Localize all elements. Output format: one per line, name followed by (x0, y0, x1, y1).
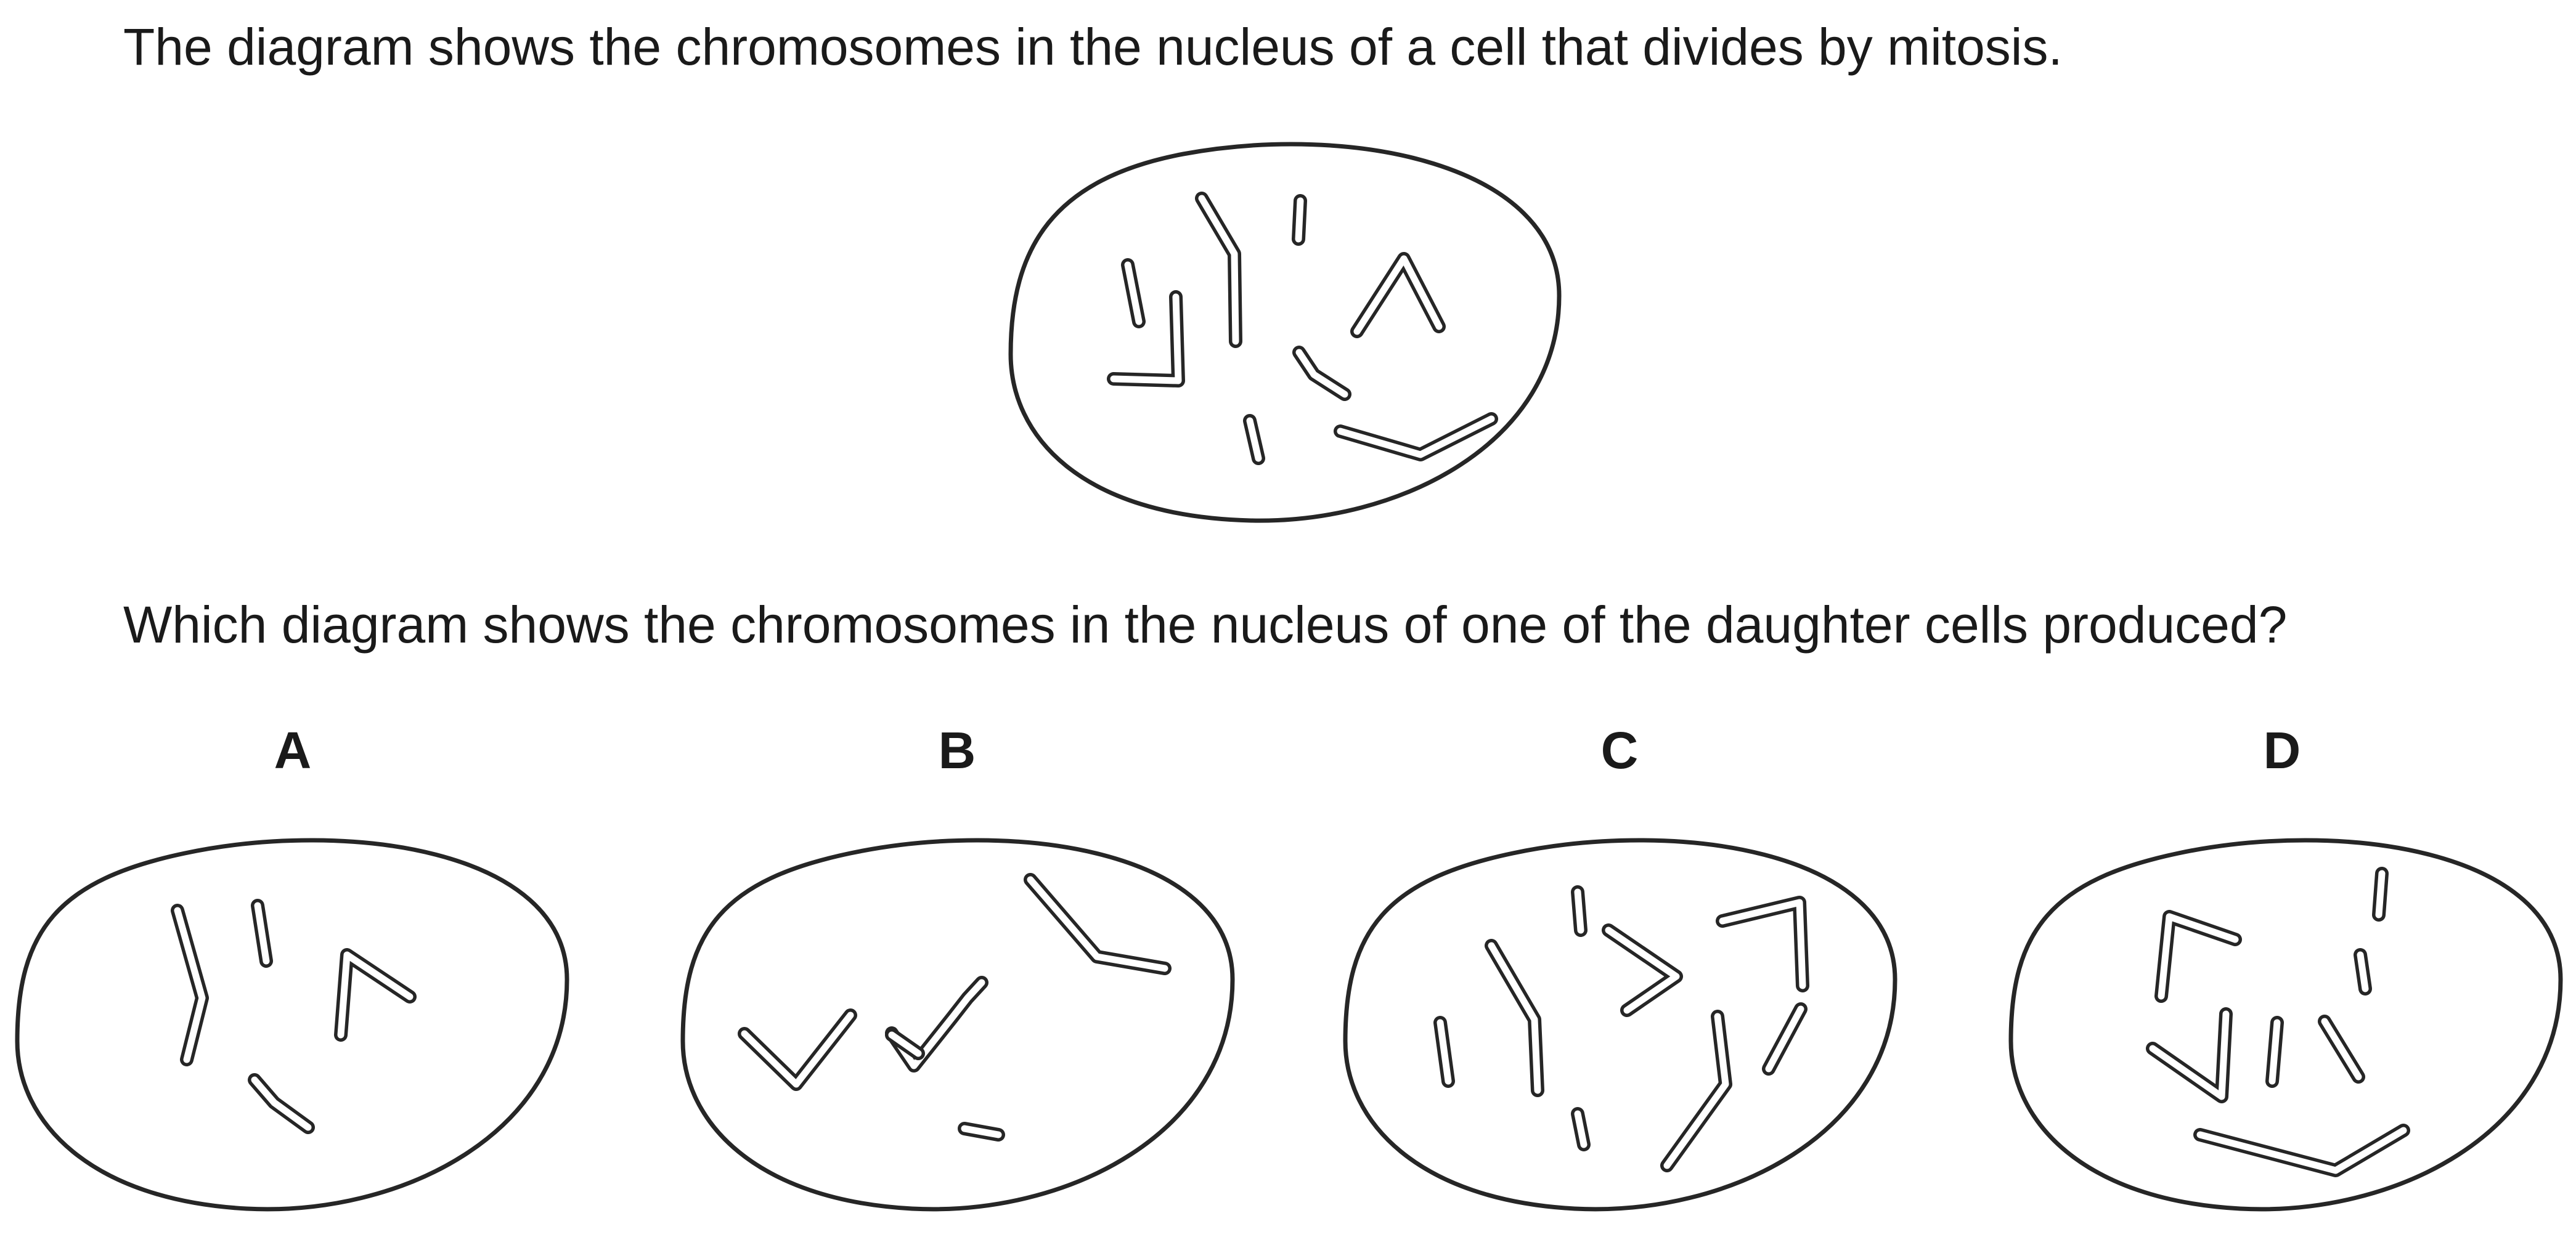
parent-chromosome-5-fill (1353, 255, 1443, 335)
option-d-cell (2008, 838, 2563, 1212)
option-a-chromosomes (171, 899, 417, 1134)
parent-chromosome-4-fill (1110, 293, 1182, 384)
option-a-chromosome-1-fill (174, 907, 206, 1063)
option-b-chromosomes (738, 873, 1172, 1142)
option-c-chromosome-5-fill (1437, 1019, 1452, 1085)
option-a-label: A (274, 721, 312, 779)
option-d-chromosome-7-fill (2196, 1127, 2407, 1174)
parent-chromosome-1-fill (1198, 195, 1239, 345)
option-b-chromosome-1-fill (1027, 876, 1168, 972)
option-c-chromosome-2-fill (1605, 927, 1680, 1014)
option-c-chromosome-6-fill (1663, 1013, 1729, 1169)
parent-chromosome-2-fill (1295, 197, 1304, 243)
parent-chromosomes (1107, 192, 1498, 465)
option-b-cell (680, 838, 1235, 1212)
option-a-chromosome-2-fill (254, 902, 270, 965)
option-d-chromosome-1-fill (2375, 870, 2386, 919)
option-b-chromosome-5-fill (961, 1125, 1002, 1138)
parent-nucleus-outline (1008, 142, 1562, 523)
option-c-chromosome-3-fill (1719, 899, 1806, 989)
parent-chromosome-3-fill (1124, 261, 1143, 325)
question-prompt: Which diagram shows the chromosomes in t… (123, 596, 2288, 654)
option-a-cell (15, 838, 569, 1212)
option-d-chromosome-4-fill (2149, 1010, 2230, 1100)
option-b-label: B (938, 721, 976, 779)
option-c-chromosome-1-fill (1574, 888, 1584, 934)
option-a-chromosome-4-fill (251, 1076, 312, 1131)
option-a-nucleus-outline (15, 838, 569, 1212)
option-d-chromosome-2-fill (2158, 913, 2239, 1000)
option-d-label: D (2263, 721, 2301, 779)
option-d-nucleus-outline (2008, 838, 2563, 1212)
option-c-chromosome-4-fill (1488, 942, 1541, 1094)
option-c-nucleus-outline (1343, 838, 1897, 1212)
option-d-chromosome-6-fill (2321, 1018, 2362, 1081)
parent-cell (1008, 142, 1562, 523)
option-c-label: C (1600, 721, 1639, 779)
option-a-chromosome-3-fill (337, 951, 414, 1039)
option-c-chromosome-8-fill (1574, 1110, 1588, 1148)
option-c-cell (1343, 838, 1897, 1212)
parent-chromosome-7-fill (1246, 417, 1262, 462)
parent-chromosome-8-fill (1337, 415, 1495, 458)
option-d-chromosome-5-fill (2268, 1019, 2281, 1085)
question-intro: The diagram shows the chromosomes in the… (123, 18, 2063, 76)
option-b-chromosome-3-fill (741, 1012, 854, 1088)
option-c-chromosomes (1433, 885, 1809, 1172)
parent-chromosome-6-fill (1295, 349, 1348, 398)
option-b-nucleus-outline (680, 838, 1235, 1212)
option-c-chromosome-7-fill (1765, 1005, 1804, 1073)
option-d-chromosomes (2146, 867, 2410, 1177)
option-b-chromosome-4-fill (888, 1031, 922, 1057)
option-b-chromosome-2-fill (888, 979, 985, 1069)
option-d-chromosome-3-fill (2357, 951, 2369, 992)
